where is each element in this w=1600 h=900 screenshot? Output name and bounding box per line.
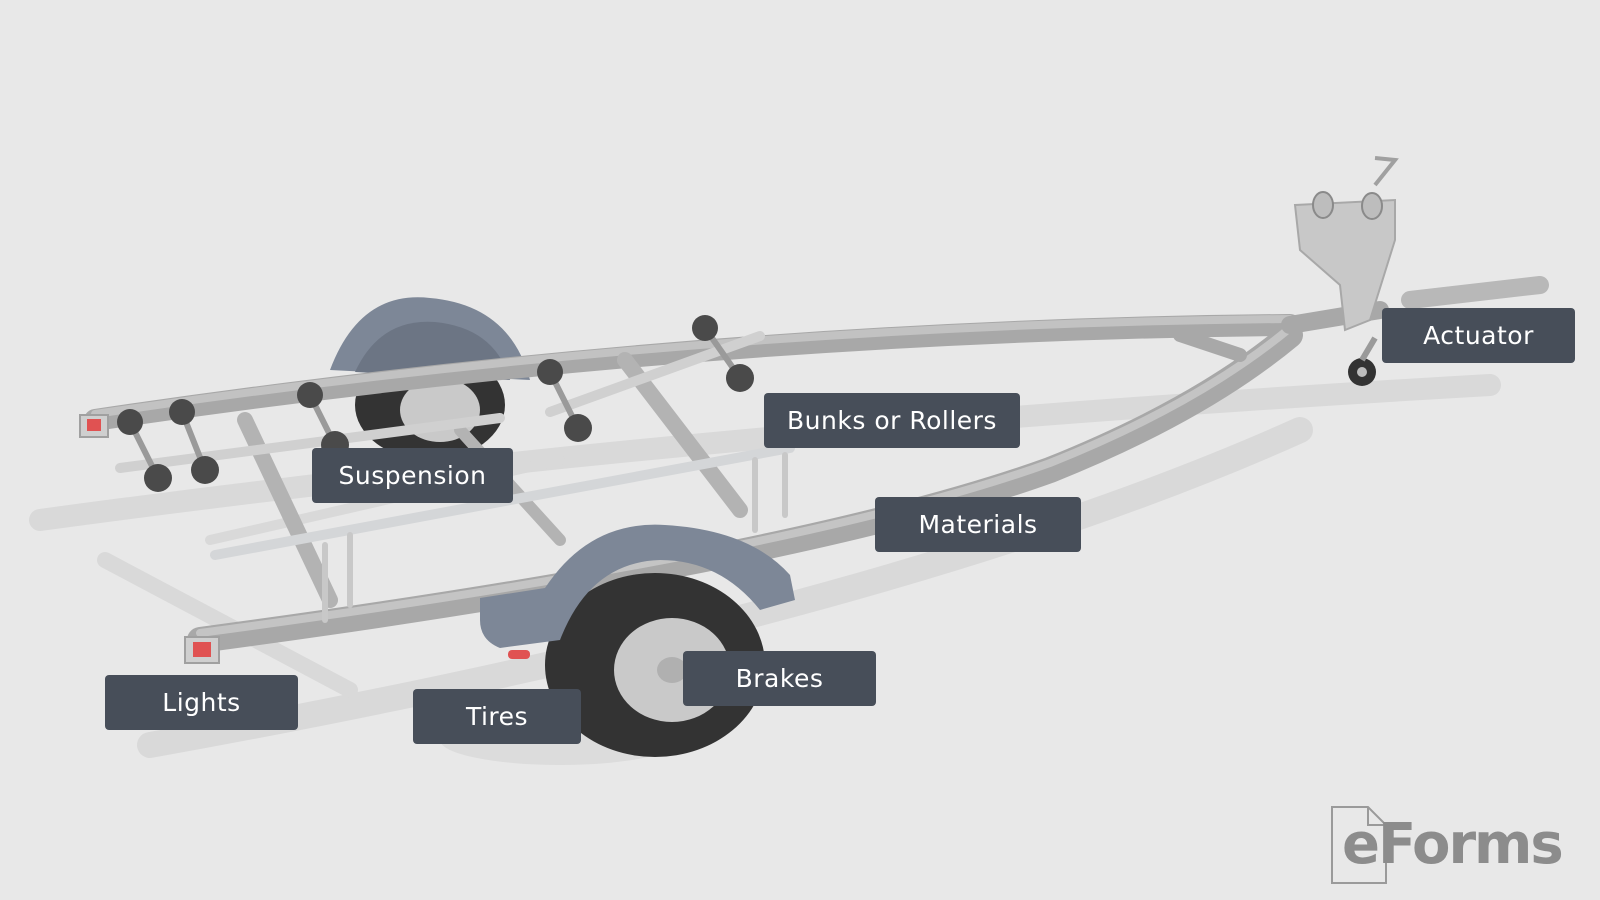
roller <box>169 399 219 484</box>
document-icon <box>1331 806 1387 884</box>
bunks-or-rollers-label: Bunks or Rollers <box>764 393 1020 448</box>
actuator-assembly <box>1293 156 1549 386</box>
actuator-label: Actuator <box>1382 308 1575 363</box>
tail-lights <box>79 414 220 664</box>
logo-text: eForms <box>1342 812 1564 877</box>
materials-label: Materials <box>875 497 1081 552</box>
roller <box>537 359 592 442</box>
roller <box>117 409 172 492</box>
eforms-logo: eForms <box>1330 805 1570 885</box>
lights-label: Lights <box>105 675 298 730</box>
brakes-label: Brakes <box>683 651 876 706</box>
roller <box>692 315 754 392</box>
suspension-label: Suspension <box>312 448 513 503</box>
tires-label: Tires <box>413 689 581 744</box>
